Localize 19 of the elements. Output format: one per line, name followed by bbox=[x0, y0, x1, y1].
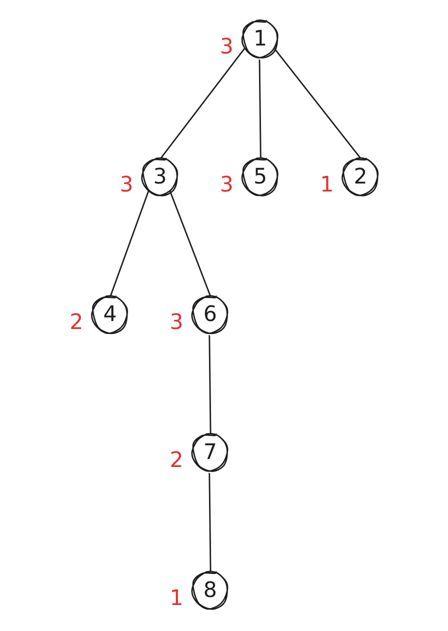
connector-line bbox=[258, 56, 262, 159]
node-annotation: 1 bbox=[170, 586, 184, 611]
node-annotation: 1 bbox=[320, 172, 334, 198]
node-annotation: 2 bbox=[70, 310, 84, 336]
connector-line bbox=[208, 470, 212, 572]
connector-line bbox=[208, 332, 212, 434]
connector-line bbox=[169, 190, 212, 297]
node-annotation: 3 bbox=[220, 34, 234, 60]
connector-line bbox=[274, 48, 362, 160]
node-annotation: 3 bbox=[170, 310, 184, 336]
circle-node: 6 bbox=[190, 294, 231, 337]
connector-line bbox=[160, 48, 246, 160]
circle-node: 1 bbox=[240, 18, 282, 62]
node-annotation: 3 bbox=[120, 172, 134, 198]
circle-node: 2 bbox=[340, 156, 382, 200]
circle-node: 7 bbox=[190, 432, 231, 475]
node-annotation: 3 bbox=[220, 172, 234, 198]
connector-line bbox=[110, 190, 150, 297]
node-annotation: 2 bbox=[170, 448, 184, 473]
